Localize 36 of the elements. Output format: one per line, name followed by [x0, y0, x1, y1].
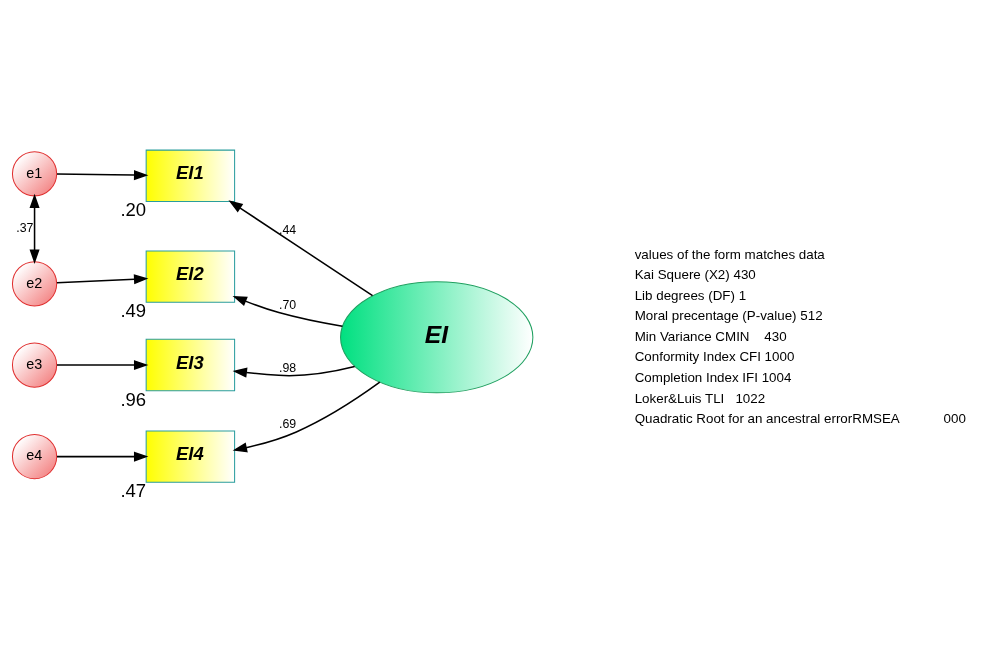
arrow [232, 295, 344, 328]
label: Min Variance CMIN 430 [634, 328, 787, 344]
label: Conformity Index CFI 1000 [634, 349, 795, 365]
label: Moral precentage (P-value) 512 [634, 308, 823, 324]
node-box: EI1 [145, 149, 236, 203]
label: Completion Index IFI 1004 [634, 369, 792, 385]
label: Quadratic Root for an ancestral errorRMSEA 000 [634, 411, 966, 427]
node-box: EI4 [145, 430, 236, 483]
arrow [29, 193, 40, 264]
edge-label: .44 [279, 223, 297, 238]
node-label: .47 [120, 480, 147, 502]
node-label: .96 [120, 388, 147, 410]
arrow [56, 360, 149, 371]
label: Loker&Luis TLI 1022 [634, 390, 766, 406]
node-circle: e3 [11, 342, 58, 388]
node-ellipse: EI [340, 281, 534, 394]
node-circle: e1 [11, 151, 58, 197]
edge-label: .70 [279, 298, 297, 313]
node-circle: e4 [11, 433, 58, 480]
arrow [228, 200, 374, 297]
label: Lib degrees (DF) 1 [634, 287, 747, 303]
node-circle: e2 [11, 261, 58, 307]
arrow [56, 170, 149, 181]
edge-label: .69 [279, 417, 297, 432]
arrow [232, 381, 381, 453]
label: values of the form matches data [634, 246, 825, 262]
edge-label: .37 [16, 220, 34, 235]
node-box: EI2 [145, 250, 236, 303]
arrow [56, 451, 149, 462]
node-label: .49 [120, 300, 147, 322]
arrow [56, 274, 149, 285]
node-label: .20 [120, 199, 147, 221]
label: Kai Squere (X2) 430 [634, 267, 756, 283]
node-box: EI3 [145, 338, 236, 392]
arrow [232, 365, 356, 378]
edge-label: .98 [279, 360, 297, 375]
